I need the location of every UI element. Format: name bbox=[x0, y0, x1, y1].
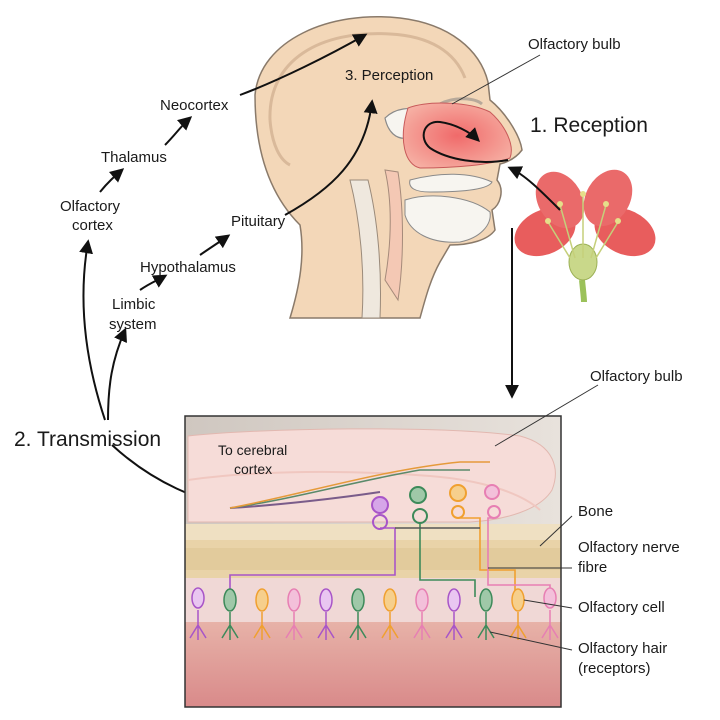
flower-illustration bbox=[507, 166, 656, 303]
airflow-arrow bbox=[422, 120, 509, 163]
nerve-fibre-to-cortex bbox=[229, 491, 381, 509]
arrow-pituitary-to-perception bbox=[284, 99, 378, 216]
label-pituitary: Pituitary bbox=[231, 213, 286, 230]
leader-bone bbox=[539, 515, 573, 547]
label-limbic-line1: Limbic bbox=[112, 296, 156, 313]
label-olfactory-hair-line2: (receptors) bbox=[578, 660, 651, 677]
mitral-cell-green bbox=[409, 486, 427, 504]
label-perception: 3. Perception bbox=[345, 67, 433, 84]
hair-4 bbox=[285, 612, 303, 640]
axon-purple bbox=[229, 527, 396, 595]
detail-frame bbox=[184, 415, 562, 708]
arrow-cortex-to-thalamus bbox=[99, 168, 125, 193]
olfactory-cell-11 bbox=[511, 588, 525, 612]
nasal-cavity bbox=[402, 102, 512, 169]
leader-olfactory-bulb-detail bbox=[494, 384, 599, 447]
glomerulus-purple bbox=[372, 514, 388, 530]
scent-arrow bbox=[507, 166, 561, 211]
hair-6 bbox=[349, 612, 367, 640]
arrow-transmission-to-cortex bbox=[79, 239, 106, 421]
oral-cavity bbox=[404, 195, 491, 243]
flower-anthers bbox=[545, 191, 621, 224]
label-olfactory-bulb-detail: Olfactory bulb bbox=[590, 368, 683, 385]
hair-11 bbox=[509, 612, 527, 640]
nerve-fibre-to-cortex-3 bbox=[229, 461, 490, 509]
mitral-cell-orange bbox=[449, 484, 467, 502]
olfactory-cell-7 bbox=[383, 588, 397, 612]
arrow-limbic-to-hypothalamus bbox=[139, 274, 168, 291]
axon-bundles bbox=[229, 517, 551, 600]
olfactory-cells bbox=[191, 587, 557, 612]
label-reception: 1. Reception bbox=[530, 114, 648, 137]
label-thalamus: Thalamus bbox=[101, 149, 167, 166]
bone-texture bbox=[185, 548, 561, 570]
hair-1 bbox=[189, 610, 207, 640]
pharynx bbox=[384, 169, 403, 302]
mitral-cell-pink bbox=[484, 484, 500, 500]
mucosa-tissue bbox=[185, 622, 561, 707]
olfactory-cell-1 bbox=[191, 587, 205, 609]
olfactory-cell-12 bbox=[543, 587, 557, 609]
hair-7 bbox=[381, 612, 399, 640]
brain-base bbox=[268, 119, 291, 167]
label-limbic-line2: system bbox=[109, 316, 157, 333]
hair-3 bbox=[253, 612, 271, 640]
olfactory-cell-9 bbox=[447, 588, 461, 612]
labels: Olfactory bulb 3. Perception 1. Receptio… bbox=[14, 36, 683, 677]
spine bbox=[349, 179, 381, 319]
leader-olfactory-bulb-top bbox=[451, 54, 541, 105]
olfactory-cell-10 bbox=[479, 588, 493, 612]
label-olfactory-cell: Olfactory cell bbox=[578, 599, 665, 616]
label-bone: Bone bbox=[578, 503, 613, 520]
arrow-hypothalamus-to-pituitary bbox=[199, 234, 231, 256]
bulb-inner bbox=[187, 470, 541, 511]
label-nerve-fibre-line1: Olfactory nerve bbox=[578, 539, 680, 556]
nerve-fibre-to-cortex-2 bbox=[229, 469, 470, 509]
leader-olfactory-hair bbox=[489, 631, 573, 651]
axon-green bbox=[419, 522, 476, 597]
arrow-neocortex-to-perception bbox=[239, 33, 368, 96]
hair-5 bbox=[317, 612, 335, 640]
label-olfactory-cortex-line1: Olfactory bbox=[60, 198, 121, 215]
olfactory-cell-4 bbox=[287, 588, 301, 612]
label-olfactory-cortex-line2: cortex bbox=[72, 217, 113, 234]
label-to-cerebral-line1: To cerebral bbox=[218, 442, 287, 458]
label-transmission: 2. Transmission bbox=[14, 428, 161, 451]
hair-8 bbox=[413, 612, 431, 640]
olfactory-cell-6 bbox=[351, 588, 365, 612]
olfactory-cell-3 bbox=[255, 588, 269, 612]
label-neocortex: Neocortex bbox=[160, 97, 229, 114]
olfactory-cell-5 bbox=[319, 588, 333, 612]
olfactory-cell-8 bbox=[415, 588, 429, 612]
flower-stamens bbox=[547, 195, 619, 259]
leader-olfactory-cell bbox=[523, 599, 573, 609]
flower-stem bbox=[579, 279, 587, 303]
flower-petal-top-right bbox=[583, 169, 633, 227]
mitral-cell-purple bbox=[371, 496, 389, 514]
hair-9 bbox=[445, 612, 463, 640]
detail-panel bbox=[184, 415, 562, 708]
label-to-cerebral-line2: cortex bbox=[234, 461, 272, 477]
axon-orange bbox=[458, 517, 516, 595]
bone-top-edge bbox=[185, 524, 561, 540]
label-olfactory-bulb-top: Olfactory bulb bbox=[528, 36, 621, 53]
olfactory-hairs bbox=[189, 610, 559, 640]
leader-lines bbox=[451, 54, 599, 651]
head-illustration bbox=[254, 16, 523, 319]
palate bbox=[409, 173, 493, 193]
hair-10 bbox=[477, 612, 495, 640]
flower-petal-top-left bbox=[535, 171, 585, 229]
label-hypothalamus: Hypothalamus bbox=[140, 259, 236, 276]
hair-12 bbox=[541, 610, 559, 640]
pathway-arrows bbox=[79, 33, 378, 509]
mitral-cells bbox=[371, 484, 501, 530]
olfactory-cell-2 bbox=[223, 588, 237, 612]
label-nerve-fibre-line2: fibre bbox=[578, 559, 607, 576]
arrow-transmission-to-limbic bbox=[107, 327, 127, 421]
hair-2 bbox=[221, 612, 239, 640]
label-olfactory-hair-line1: Olfactory hair bbox=[578, 640, 667, 657]
arrow-thalamus-to-neocortex bbox=[164, 116, 193, 146]
olfactory-bulb-head bbox=[439, 97, 483, 106]
